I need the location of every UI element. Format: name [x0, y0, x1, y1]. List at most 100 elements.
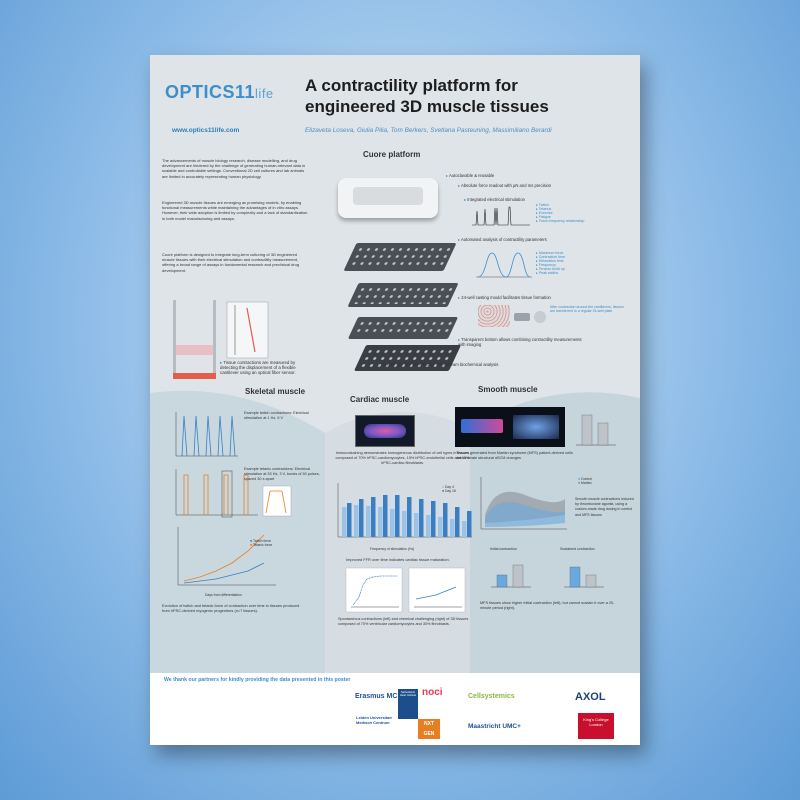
stimulation-list: Twitch Tetanus Exercise Fatigue Force-fr…	[536, 203, 585, 223]
feature-force-readout: Absolute force readout with µN and ms pr…	[458, 183, 551, 188]
intro-paragraph-2: Engineered 3D muscle tissues are emergin…	[162, 200, 308, 221]
param-max-force: Maximum force	[536, 251, 565, 255]
intro-paragraph-1: The advancements of muscle biology resea…	[162, 158, 306, 179]
force-chart-xlabel: Days from differentiation	[205, 593, 242, 597]
optics11-logo: OPTICS11life	[165, 82, 274, 103]
ffr-xlabel: Frequency of stimulation (Hz)	[370, 547, 415, 551]
ffr-bar	[462, 521, 467, 537]
casting-mould	[347, 317, 459, 339]
cuore-device-illustration	[333, 173, 445, 233]
poster: OPTICS11life www.optics11life.com A cont…	[150, 55, 640, 745]
partner-erasmus-logo: Erasmus MC	[355, 693, 398, 700]
smooth-bar-chart	[576, 414, 616, 446]
transparent-base-plate	[353, 345, 462, 371]
title-line-2: engineered 3D muscle tissues	[305, 97, 549, 116]
ffr-bar-chart	[337, 483, 472, 538]
cardiac-title: Cardiac muscle	[350, 395, 410, 404]
param-peak-widths: Peak widths	[536, 271, 565, 275]
initial-contraction-chart	[491, 564, 531, 588]
ffr-legend: ■ Day 4 ■ Day 18	[442, 485, 456, 493]
sustained-contraction-title: Sustained contraction	[560, 547, 595, 551]
param-contraction-time: Contraction time	[536, 255, 565, 259]
legend-twitch: Twitch force	[252, 539, 272, 543]
author-list: Elizaveta Loseva, Giulia Pilia, Tom Berk…	[305, 127, 552, 134]
logo-suffix: life	[255, 86, 274, 101]
stimulation-trace	[472, 206, 530, 226]
twitch-label: Example twitch contractions: Electrical …	[244, 411, 309, 421]
ffr-bar	[354, 505, 359, 537]
ffr-bar	[402, 511, 407, 537]
ffr-bar	[366, 506, 371, 537]
ffr-bar	[450, 519, 455, 537]
force-over-time-chart	[177, 527, 276, 586]
ffr-bar	[395, 495, 400, 537]
ffr-bar	[443, 503, 448, 537]
partner-nxtgen-logo: NXT GEN	[418, 719, 440, 739]
param-frequency: Frequency	[536, 263, 565, 267]
legend-day18: Day 18	[445, 489, 456, 493]
feature-casting-mould: 24-well casting mould facilitates tissue…	[458, 295, 551, 300]
ffr-bar	[390, 509, 395, 537]
partner-lumc-logo: Leiden Universitair Medisch Centrum	[356, 715, 393, 725]
smooth-legend: ■ Control ■ Marfan	[578, 477, 592, 485]
smooth-title: Smooth muscle	[478, 385, 538, 394]
smooth-caption-3: MFS tissues show higher initial contract…	[480, 601, 615, 611]
partner-heart-institute-logo: Netherlands Heart Institute	[398, 689, 418, 719]
ffr-bar	[455, 507, 460, 537]
force-chart-legend: ■ Twitch force ■ Tetanic force	[250, 539, 273, 547]
feature-autoclavable: Autoclavable & reusable	[446, 173, 494, 178]
twitch-chart	[175, 412, 238, 457]
optical-fiber-illustration	[226, 301, 269, 359]
partners-thanks: We thank our partners for kindly providi…	[164, 677, 351, 683]
stimulation-plate	[343, 243, 457, 271]
title-line-1: A contractility platform for	[305, 76, 518, 95]
legend-tetanic: Tetanic force	[252, 543, 273, 547]
legend-day4: Day 4	[445, 485, 454, 489]
param-relaxation-time: Relaxation time	[536, 259, 565, 263]
intro-paragraph-3: Cuore platform is designed to integrate …	[162, 252, 300, 273]
cantilever-illustration	[173, 300, 216, 379]
ffr-bar	[359, 499, 364, 537]
ffr-bar	[438, 517, 443, 537]
ffr-bar	[378, 507, 383, 537]
smooth-contraction-chart	[480, 477, 567, 530]
ffr-bar	[342, 507, 347, 537]
feature-harvest: Tissues can be harvested for downstream …	[378, 362, 498, 367]
cardiac-immunostaining-image	[355, 415, 415, 447]
poster-title: A contractility platform for engineered …	[305, 75, 635, 117]
legend-marfan: Marfan	[581, 481, 592, 485]
skeletal-title: Skeletal muscle	[245, 387, 306, 396]
initial-contraction-title: Initial contraction	[490, 547, 517, 551]
tetanic-zoom	[262, 485, 292, 517]
smooth-caption-1: Tissues generated from Marfan syndrome (…	[456, 451, 573, 461]
ffr-bar	[414, 513, 419, 537]
feature-automated-analysis: Automated analysis of contractility para…	[458, 237, 547, 242]
ffr-bar	[426, 515, 431, 537]
sustained-contraction-chart	[564, 566, 604, 588]
feature-imaging: ▸ Transparent bottom allows combining co…	[458, 337, 582, 348]
param-tension: Tension build up	[536, 267, 565, 271]
ffr-bar	[371, 497, 376, 537]
legend-control: Control	[581, 477, 592, 481]
spontaneous-contraction-chart	[345, 567, 403, 613]
footer-panel	[150, 673, 640, 745]
tetanic-chart	[175, 469, 258, 518]
tissue-transfer-illustration	[514, 311, 546, 323]
ffr-bar	[347, 503, 352, 537]
ffr-bar	[431, 501, 436, 537]
chemical-challenge-chart	[408, 567, 466, 613]
cardiac-caption-1: Immunostaining demonstrates homogeneous …	[335, 451, 470, 466]
stim-fatigue: Fatigue	[536, 215, 584, 219]
tetanic-label: Example tetanic contractions: Electrical…	[244, 467, 320, 482]
cardiac-caption-2: Improved FFR over time indicates cardiac…	[346, 557, 450, 562]
feature-imaging-text: Transparent bottom allows combining cont…	[458, 337, 582, 348]
stim-ffr: Force-frequency relationship	[536, 219, 585, 223]
tissue-image	[478, 305, 510, 327]
feature-electrical-stimulation: Integrated electrical stimulation	[464, 197, 525, 202]
ffr-bar	[467, 511, 472, 537]
stim-twitch: Twitch	[536, 203, 584, 207]
stim-tetanus: Tetanus	[536, 207, 584, 211]
partner-axol-logo: AXOL	[575, 691, 606, 703]
cuore-title: Cuore platform	[363, 150, 421, 159]
logo-text: OPTICS11	[165, 82, 256, 102]
